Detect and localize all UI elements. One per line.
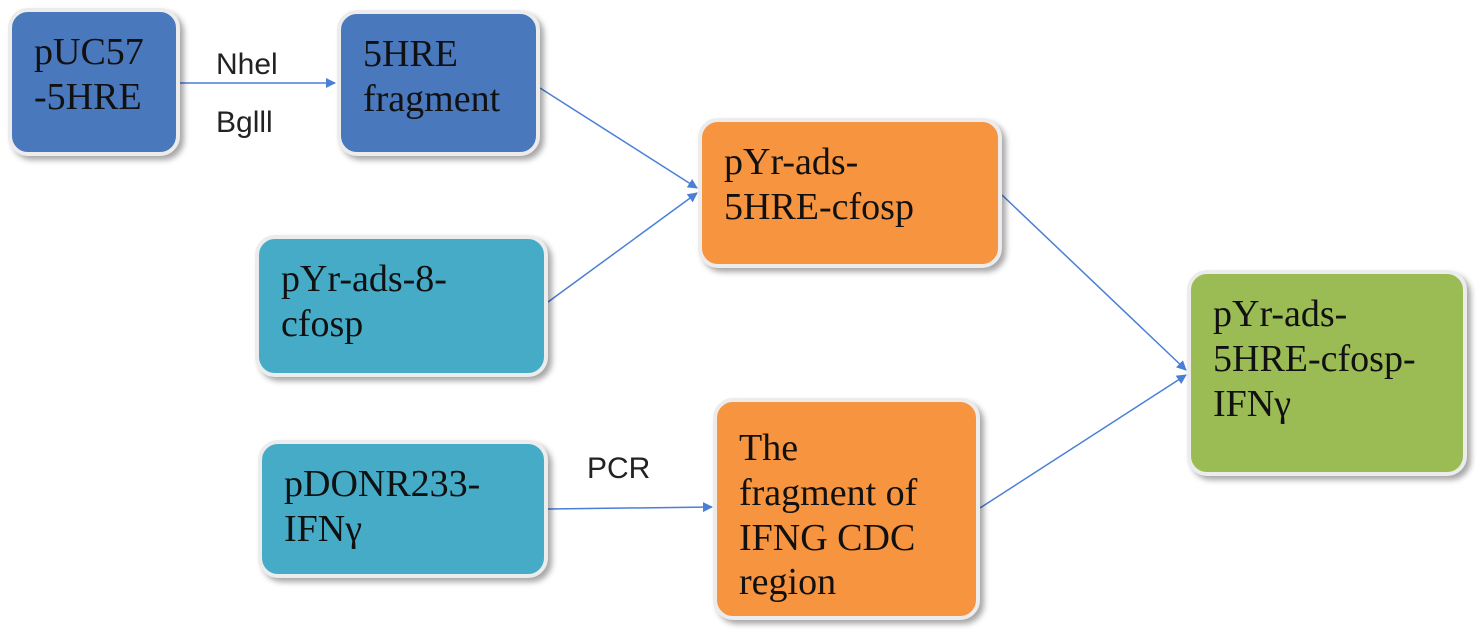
- arrow-5hre-fragment-to-pyr-ads-5hre: [539, 87, 698, 189]
- node-pyr-ads-5hre-cfosp-ifng: pYr-ads- 5HRE-cfosp- IFNγ: [1187, 270, 1467, 476]
- arrow-pyr-ads-8-to-pyr-ads-5hre: [547, 192, 698, 303]
- arrow-pdonr-to-ifng-fragment: [547, 502, 713, 513]
- node-puc57-5hre: pUC57 -5HRE: [8, 8, 180, 156]
- node-pyr-ads-5hre-cfosp: pYr-ads- 5HRE-cfosp: [698, 118, 1002, 268]
- label-nhel: Nhel: [216, 48, 278, 81]
- label-bglll: Bglll: [216, 106, 273, 139]
- arrow-ifng-fragment-to-final: [979, 374, 1187, 509]
- node-ifng-cdc-fragment: The fragment of IFNG CDC region: [713, 398, 980, 620]
- arrow-pyr-ads-5hre-to-final: [1001, 194, 1187, 371]
- node-pyr-ads-8-cfosp: pYr-ads-8- cfosp: [255, 235, 548, 377]
- node-pdonr233-ifng: pDONR233- IFNγ: [258, 440, 548, 578]
- node-5hre-fragment: 5HRE fragment: [337, 10, 540, 156]
- label-pcr: PCR: [587, 452, 651, 485]
